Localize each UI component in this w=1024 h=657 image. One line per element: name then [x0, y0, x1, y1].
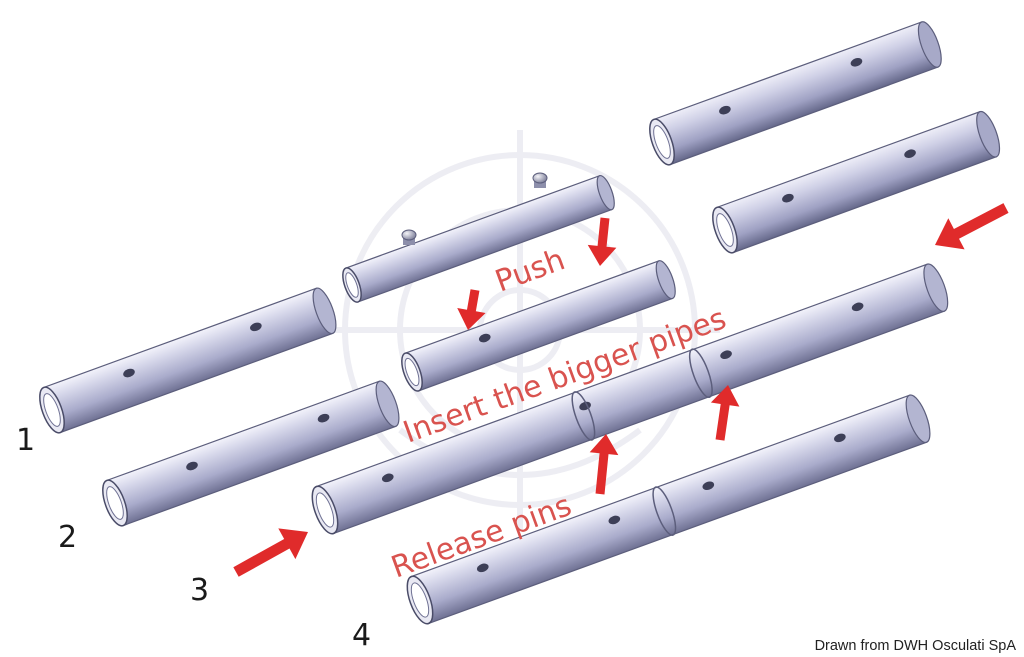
insert-arrow-right-end	[935, 203, 1009, 250]
pin-hole	[476, 563, 489, 573]
insert-arrow-left-end	[233, 528, 308, 577]
pin-hole	[186, 461, 198, 471]
big-pipe-middle	[712, 110, 1001, 254]
pin-hole	[608, 515, 621, 525]
credit-text: Drawn from DWH Osculati SpA	[815, 638, 1017, 654]
pipe-step-1	[39, 287, 337, 434]
pin-hole	[720, 350, 732, 359]
release-arrow-right	[710, 385, 740, 441]
pipe-step-4	[406, 394, 931, 625]
pin-hole	[904, 149, 916, 158]
pin-hole	[834, 433, 846, 443]
pipe-step-3	[311, 263, 949, 535]
pin-hole	[851, 302, 864, 312]
pin-hole	[478, 333, 491, 343]
pin-hole	[317, 413, 330, 423]
pipe-step-2-small-top	[342, 174, 615, 303]
step-number-2: 2	[58, 520, 77, 555]
pipe-segments	[39, 21, 1001, 625]
spring-pin-knob	[532, 172, 548, 188]
push-arrow-right	[587, 217, 617, 266]
step-number-4: 4	[352, 618, 371, 653]
push-arrow-left	[457, 289, 486, 330]
pin-hole	[250, 322, 262, 332]
pin-hole	[702, 481, 715, 491]
pin-hole	[381, 473, 394, 483]
spring-pin-knob	[401, 229, 417, 245]
pin-hole	[719, 105, 731, 115]
pin-hole	[782, 193, 794, 203]
pin-hole	[850, 57, 863, 67]
big-pipe-top	[649, 21, 942, 166]
step-number-1: 1	[16, 423, 35, 458]
pipe-step-2-small-bottom	[401, 260, 676, 392]
release-arrow-left	[589, 434, 619, 495]
step-number-3: 3	[190, 573, 209, 608]
pin-hole	[123, 368, 135, 378]
pipe-step-2	[102, 380, 400, 527]
spring-pins	[401, 172, 548, 245]
direction-arrows	[233, 203, 1009, 577]
